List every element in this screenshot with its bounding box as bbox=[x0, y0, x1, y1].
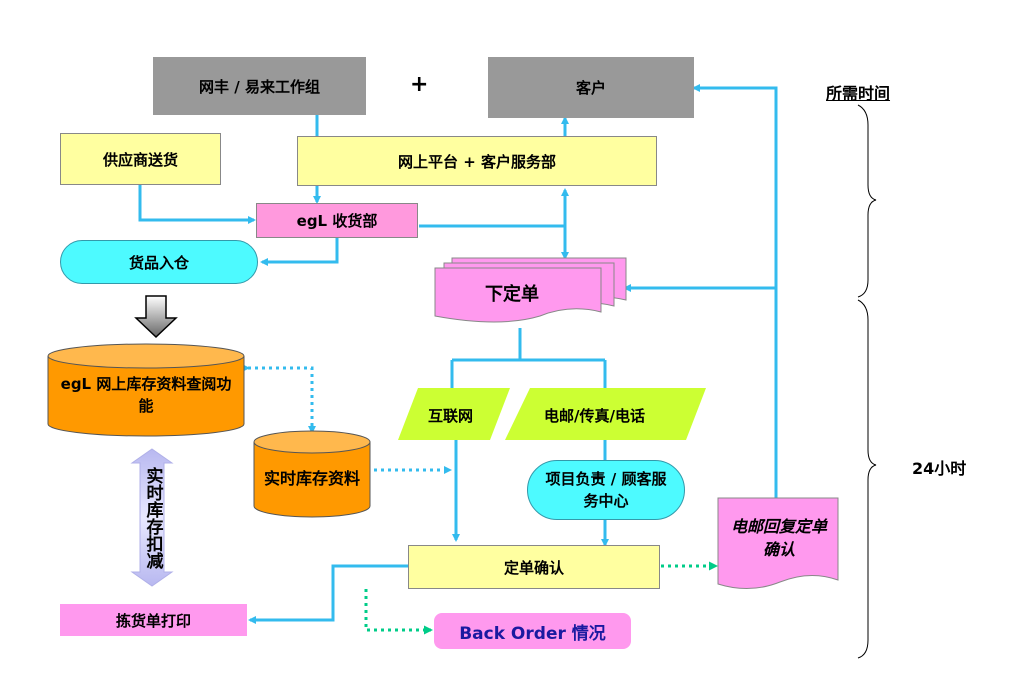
email-reply-document bbox=[717, 497, 839, 590]
node-warehouse-label: 货品入仓 bbox=[128, 253, 189, 272]
node-email-reply: 电邮回复定单确认 bbox=[730, 514, 828, 562]
dotted-confirm-to-backorder bbox=[364, 589, 433, 635]
timeline-header: 所需时间 bbox=[826, 84, 891, 103]
plus-sign: + bbox=[410, 72, 429, 97]
arrow-supplier-to-receiving bbox=[138, 185, 256, 224]
node-wangfeng-label: 网丰 / 易来工作组 bbox=[199, 77, 320, 96]
node-back-order: Back Order 情况 bbox=[434, 613, 631, 649]
double-arrow-deduct bbox=[130, 448, 174, 587]
node-platform-label: 网上平台 + 客户服务部 bbox=[397, 152, 556, 171]
node-deduct: 实时库存扣减 bbox=[140, 458, 164, 578]
timeline-duration: 24小时 bbox=[912, 459, 967, 478]
node-service-center: 项目负责 / 顾客服务中心 bbox=[527, 460, 685, 520]
node-customer-label: 客户 bbox=[575, 79, 606, 97]
dotted-inventory-realtime bbox=[242, 364, 316, 434]
down-arrow-warehouse bbox=[134, 295, 178, 339]
order-document-stack bbox=[434, 257, 627, 323]
node-realtime-db-label: 实时库存资料 bbox=[263, 469, 360, 488]
node-wangfeng: 网丰 / 易来工作组 bbox=[153, 57, 366, 115]
node-inventory-db-label: egL 网上库存资料查阅功能 bbox=[60, 375, 232, 415]
node-confirm: 定单确认 bbox=[408, 545, 660, 589]
brace-top bbox=[857, 104, 877, 298]
node-email-fax-label: 电邮/传真/电话 bbox=[544, 407, 645, 425]
node-inventory-db: egL 网上库存资料查阅功能 bbox=[56, 370, 236, 420]
node-receiving: egL 收货部 bbox=[256, 203, 418, 238]
node-confirm-label: 定单确认 bbox=[503, 558, 564, 577]
internet-shape bbox=[398, 388, 510, 440]
node-customer: 客户 bbox=[488, 57, 694, 118]
arrow-receiving-to-warehouse bbox=[260, 237, 339, 266]
node-supplier: 供应商送货 bbox=[60, 133, 221, 185]
email-fax-shape bbox=[505, 388, 706, 440]
line-order-split bbox=[452, 328, 605, 362]
node-picking-label: 拣货单打印 bbox=[115, 611, 191, 630]
inventory-cylinder bbox=[47, 343, 245, 437]
node-order-label: 下定单 bbox=[485, 284, 539, 305]
arrow-reply-to-customer bbox=[692, 84, 778, 498]
node-receiving-label: egL 收货部 bbox=[296, 212, 378, 230]
node-email-reply-label: 电邮回复定单确认 bbox=[730, 517, 827, 559]
node-supplier-label: 供应商送货 bbox=[102, 150, 178, 169]
node-deduct-label: 实时库存扣减 bbox=[142, 467, 163, 569]
node-back-order-label: Back Order 情况 bbox=[459, 623, 606, 644]
node-platform: 网上平台 + 客户服务部 bbox=[297, 136, 657, 186]
node-internet-label: 互联网 bbox=[428, 407, 474, 425]
arrow-confirm-to-picking bbox=[248, 564, 408, 624]
node-realtime-db: 实时库存资料 bbox=[262, 455, 362, 503]
node-warehouse: 货品入仓 bbox=[60, 240, 258, 284]
node-picking: 拣货单打印 bbox=[60, 604, 247, 636]
node-service-center-label: 项目负责 / 顾客服务中心 bbox=[545, 470, 667, 510]
realtime-cylinder bbox=[253, 430, 371, 518]
brace-bottom bbox=[857, 299, 877, 659]
